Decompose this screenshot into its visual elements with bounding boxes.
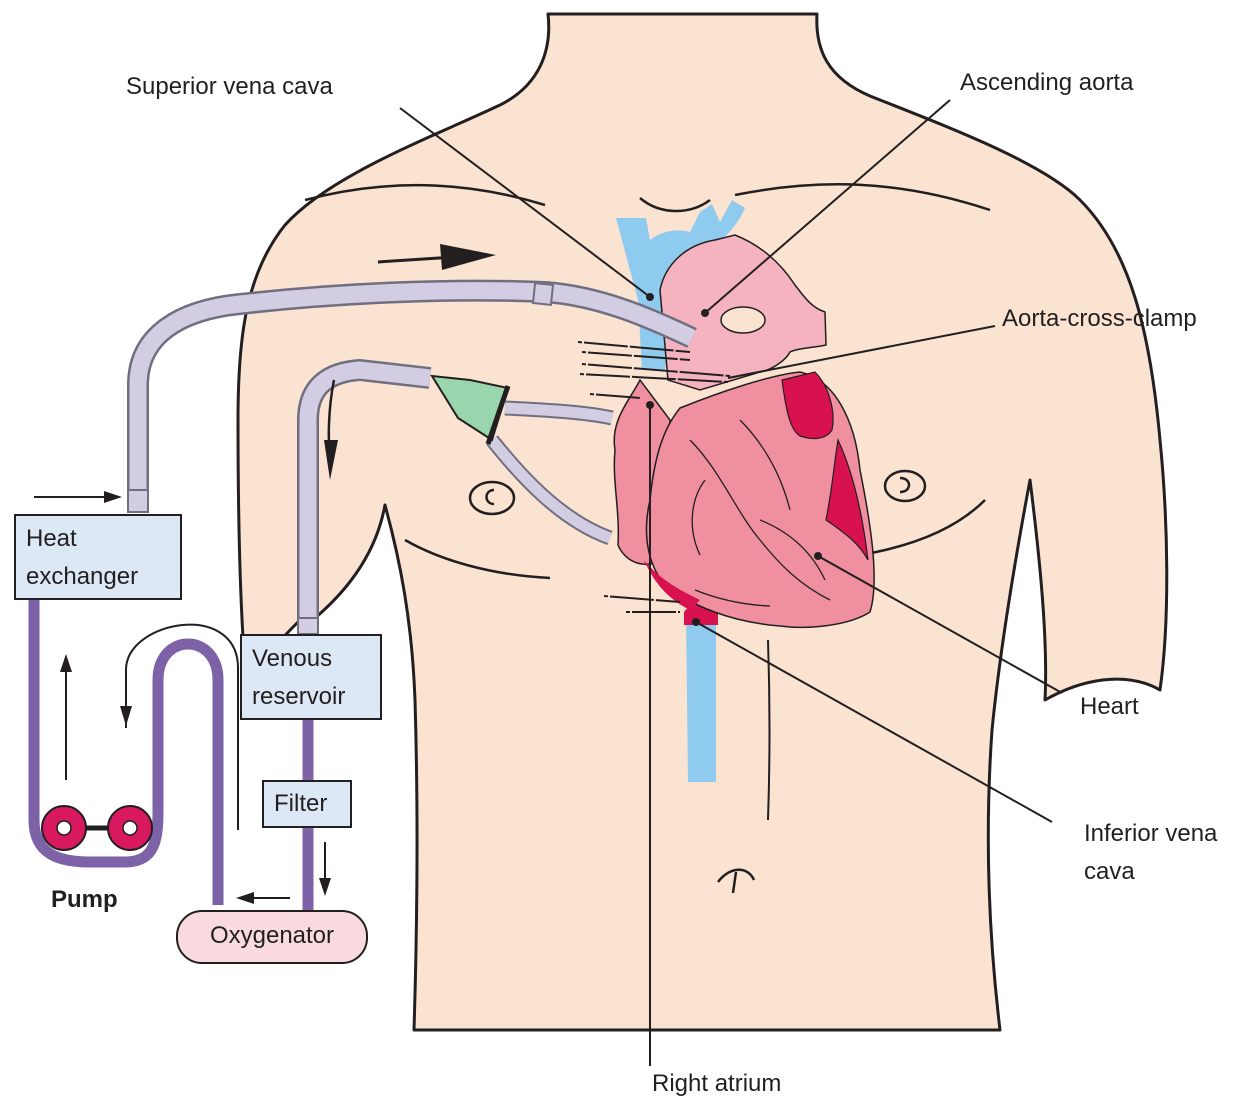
leader-heart — [817, 555, 1063, 694]
label-aorta-cross-clamp: Aorta-cross-clamp — [1002, 305, 1197, 332]
flow-arrow-down — [324, 379, 338, 480]
filter-box: Filter — [262, 780, 352, 828]
left-atrium-dark — [781, 371, 834, 440]
leader-inferior-vena-cava — [695, 621, 1053, 823]
venous-reservoir-line2: reservoir — [252, 683, 346, 710]
label-pump: Pump — [51, 886, 118, 913]
leader-ascending-aorta — [704, 99, 951, 314]
dot-right-atrium — [646, 401, 654, 409]
oxygenator-box: Oxygenator — [176, 910, 368, 964]
label-inferior-vena-cava-line2: cava — [1084, 858, 1135, 885]
leader-lines — [399, 99, 1063, 1066]
heart-lower-dark — [644, 560, 700, 610]
arterial-return-tube — [127, 279, 697, 513]
dot-inferior-vena-cava — [692, 618, 700, 626]
heat-exchanger-line2: exchanger — [26, 563, 139, 590]
flow-arrow-upper — [377, 244, 496, 270]
left-pectoral-line — [404, 538, 551, 580]
label-inferior-vena-cava-line1: Inferior vena — [1084, 820, 1218, 847]
circuit-arrows — [34, 491, 331, 904]
coronary-vessels — [689, 419, 831, 607]
label-ascending-aorta: Ascending aorta — [960, 69, 1134, 96]
sternal-notch — [639, 197, 711, 213]
circuit-lines — [28, 598, 314, 912]
right-pectoral-line — [859, 499, 986, 557]
venous-cannula-branches — [486, 400, 614, 546]
venous-reservoir-box: Venous reservoir — [240, 634, 382, 720]
left-ventricle-dark — [825, 437, 869, 561]
leader-superior-vena-cava — [399, 107, 651, 298]
navel — [717, 868, 756, 894]
label-heart: Heart — [1080, 693, 1139, 720]
label-inferior-vena-cava: Inferior vena cava — [1084, 815, 1217, 891]
dot-superior-vena-cava — [646, 293, 654, 301]
venous-reservoir-line1: Venous — [252, 645, 333, 672]
right-clavicle — [734, 183, 991, 212]
heat-exchanger-box: Heat exchanger — [14, 514, 182, 600]
heart — [613, 234, 875, 629]
label-right-atrium: Right atrium — [652, 1070, 782, 1097]
leader-aorta-cross-clamp — [727, 325, 996, 379]
left-nipple — [468, 480, 516, 516]
dot-heart — [814, 552, 822, 560]
pump-rollers — [41, 805, 153, 851]
heat-exchanger-line1: Heat — [26, 525, 77, 552]
dot-ascending-aorta — [701, 309, 709, 317]
y-connector — [430, 374, 511, 445]
label-superior-vena-cava: Superior vena cava — [126, 73, 333, 100]
cannula-stylets — [577, 341, 731, 613]
linea-alba — [767, 639, 771, 821]
right-nipple — [883, 469, 927, 503]
